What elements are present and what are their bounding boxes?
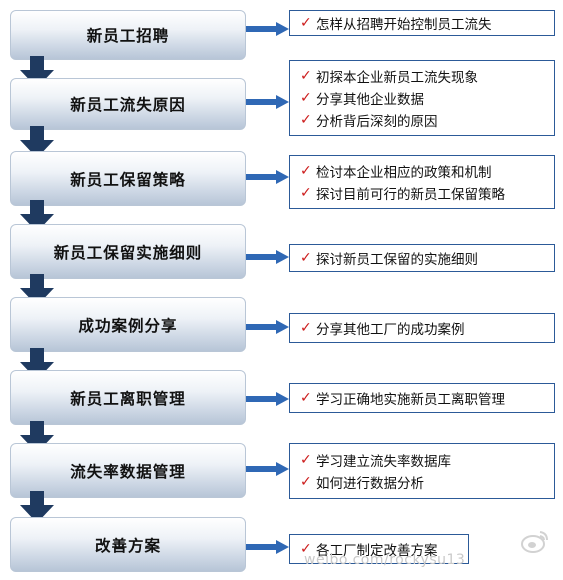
- connector-arrow: [246, 320, 289, 334]
- check-icon: ✓: [300, 474, 312, 490]
- down-arrow: [20, 491, 54, 523]
- note-box: ✓分享其他工厂的成功案例: [289, 313, 555, 343]
- note-box: ✓学习建立流失率数据库 ✓如何进行数据分析: [289, 443, 555, 499]
- check-icon: ✓: [300, 112, 312, 128]
- note-item: ✓初探本企业新员工流失现象: [300, 68, 478, 86]
- connector-arrow: [246, 392, 289, 406]
- stage-box: 新员工离职管理: [10, 370, 246, 425]
- stage-label: 新员工离职管理: [70, 389, 186, 408]
- stage-box: 新员工保留策略: [10, 151, 246, 206]
- check-icon: ✓: [300, 68, 312, 84]
- stage-box: 新员工流失原因: [10, 78, 246, 130]
- note-item: ✓学习正确地实施新员工离职管理: [300, 390, 505, 408]
- check-icon: ✓: [300, 90, 312, 106]
- down-arrow: [20, 274, 54, 306]
- note-item: ✓各工厂制定改善方案: [300, 541, 438, 559]
- stage-box: 新员工招聘: [10, 10, 246, 60]
- stage-label: 流失率数据管理: [70, 462, 186, 481]
- connector-arrow: [246, 22, 289, 36]
- watermark-text: weibo.com/rockysu13: [304, 552, 466, 568]
- stage-box: 改善方案: [10, 517, 246, 572]
- check-icon: ✓: [300, 185, 312, 201]
- stage-label: 新员工保留策略: [70, 170, 186, 189]
- note-item: ✓分析背后深刻的原因: [300, 112, 438, 130]
- note-item: ✓探讨新员工保留的实施细则: [300, 250, 478, 268]
- stage-label: 新员工流失原因: [70, 96, 186, 114]
- check-icon: ✓: [300, 163, 312, 179]
- connector-arrow: [246, 170, 289, 184]
- weibo-logo-icon: [521, 531, 548, 553]
- check-icon: ✓: [300, 250, 312, 266]
- check-icon: ✓: [300, 390, 312, 406]
- stage-label: 成功案例分享: [78, 316, 178, 335]
- down-arrow: [20, 126, 54, 158]
- note-item: ✓学习建立流失率数据库: [300, 452, 451, 470]
- note-box: ✓探讨新员工保留的实施细则: [289, 244, 555, 272]
- connector-arrow: [246, 95, 289, 109]
- note-item: ✓怎样从招聘开始控制员工流失: [300, 15, 492, 33]
- note-box: ✓学习正确地实施新员工离职管理: [289, 383, 555, 413]
- stage-label: 新员工招聘: [86, 27, 170, 45]
- note-item: ✓分享其他工厂的成功案例: [300, 320, 465, 338]
- connector-arrow: [246, 540, 289, 554]
- note-item: ✓检讨本企业相应的政策和机制: [300, 163, 492, 181]
- note-item: ✓分享其他企业数据: [300, 90, 424, 108]
- note-box: ✓初探本企业新员工流失现象 ✓分享其他企业数据 ✓分析背后深刻的原因: [289, 60, 555, 136]
- stage-label: 改善方案: [94, 536, 161, 555]
- note-box: ✓怎样从招聘开始控制员工流失: [289, 10, 555, 36]
- stage-box: 新员工保留实施细则: [10, 224, 246, 279]
- stage-box: 成功案例分享: [10, 297, 246, 352]
- stage-box: 流失率数据管理: [10, 443, 246, 498]
- down-arrow: [20, 200, 54, 232]
- down-arrow: [20, 421, 54, 453]
- note-box: ✓检讨本企业相应的政策和机制 ✓探讨目前可行的新员工保留策略: [289, 155, 555, 209]
- note-box: ✓各工厂制定改善方案: [289, 534, 469, 564]
- note-item: ✓如何进行数据分析: [300, 474, 424, 492]
- check-icon: ✓: [300, 15, 312, 31]
- connector-arrow: [246, 462, 289, 476]
- check-icon: ✓: [300, 452, 312, 468]
- note-item: ✓探讨目前可行的新员工保留策略: [300, 185, 505, 203]
- check-icon: ✓: [300, 320, 312, 336]
- connector-arrow: [246, 250, 289, 264]
- stage-label: 新员工保留实施细则: [53, 243, 203, 262]
- check-icon: ✓: [300, 541, 312, 557]
- down-arrow: [20, 56, 54, 88]
- down-arrow: [20, 348, 54, 380]
